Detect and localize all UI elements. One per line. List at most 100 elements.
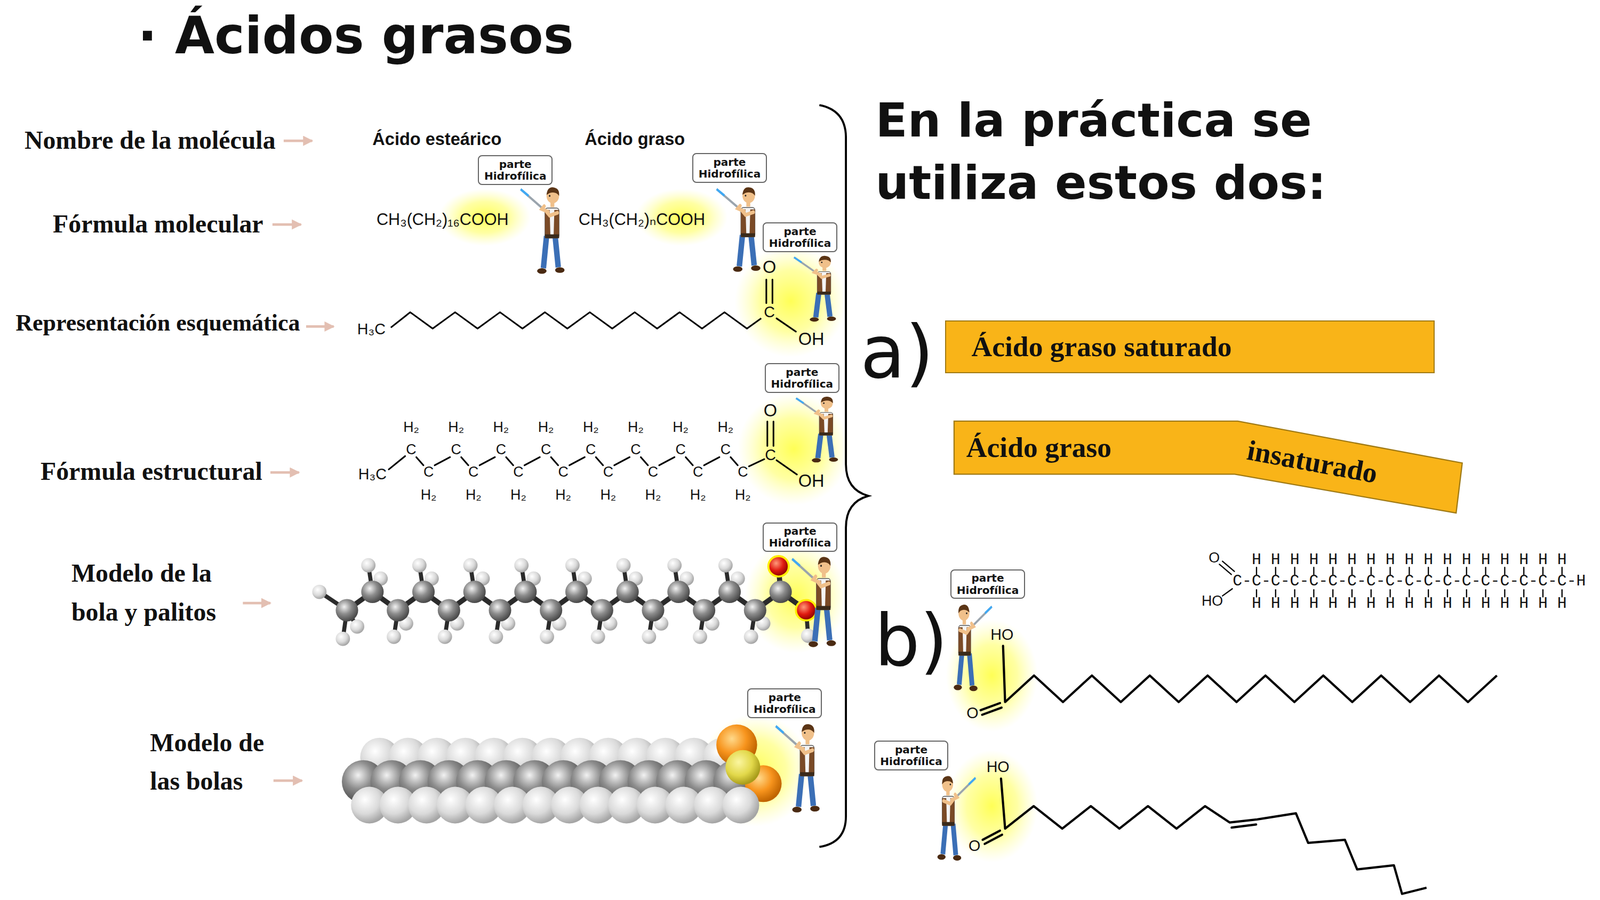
bond-line	[771, 279, 774, 303]
bubble-text: parte Hidrofílica	[484, 158, 547, 182]
bond-line	[748, 459, 765, 467]
carbon-ball	[361, 580, 384, 604]
bond-line	[659, 457, 675, 466]
carbon-ball	[641, 598, 664, 622]
hydrogen-row: H H H H H H H H H H H H H H H H H	[1251, 550, 1567, 570]
hydrogen-ball	[744, 629, 759, 645]
space-filling-model	[341, 724, 782, 824]
atom-label: C	[451, 441, 462, 459]
hydrogen-ball	[412, 558, 427, 573]
carbon-zigzag	[1005, 806, 1427, 895]
atom-label: C	[405, 441, 416, 459]
callout-bubble: parte Hidrofílica	[477, 155, 553, 186]
atom-label: H₂	[493, 419, 510, 436]
hydrogen-ball	[386, 629, 402, 645]
atom-label: H₂	[448, 419, 464, 436]
bond-line	[730, 457, 738, 466]
carbon-ball	[565, 580, 588, 604]
hydrogen-ball	[463, 558, 478, 573]
atom-label: C	[763, 303, 775, 322]
atom-label: O	[1208, 549, 1220, 567]
hydrogen-ball	[312, 585, 327, 600]
callout-bubble: parte Hidrofílica	[874, 740, 949, 771]
row-label: Nombre de la molécula	[24, 125, 276, 155]
bond-line	[506, 457, 514, 466]
bubble-text: parte Hidrofílica	[771, 366, 834, 390]
banner-bent: Ácido grasoinsaturado	[953, 420, 1464, 515]
hydrogen-ball	[335, 632, 350, 647]
ellipse-part	[745, 540, 847, 654]
atom-label: C	[675, 441, 686, 459]
hydrogen-ball	[361, 558, 376, 573]
bond-line	[461, 457, 469, 466]
ellipse-part	[737, 393, 850, 506]
use-part	[792, 556, 836, 647]
carbon-ball	[463, 580, 486, 604]
option-letter: a)	[860, 309, 934, 395]
use-part	[776, 724, 820, 813]
option-letter: b)	[874, 600, 948, 683]
bond-line	[524, 457, 540, 466]
atom-label: H₂	[600, 486, 616, 504]
line-part	[306, 325, 334, 328]
hydrogen-ball	[667, 558, 682, 573]
molecular-formula: CH₃(CH₂)₁₆COOH	[376, 210, 509, 229]
banner-fill	[954, 421, 1463, 514]
atom-label: H₂	[690, 486, 707, 504]
carbon-zigzag	[1005, 675, 1498, 703]
bond-line	[569, 457, 586, 466]
row-label: Modelo de las bolas	[149, 723, 281, 802]
hydrogen-ball	[692, 629, 708, 645]
carbon-ball	[437, 598, 461, 622]
atom-label: O	[966, 704, 979, 723]
carbon-ball	[616, 580, 639, 604]
ball-and-stick-model	[312, 556, 816, 646]
hydrogen-ball	[539, 629, 555, 645]
bubble-text: parte Hidrofílica	[753, 691, 816, 716]
atom-label: H₃C	[358, 465, 387, 484]
atom-label: HO	[986, 758, 1010, 776]
use-part	[796, 396, 839, 463]
carbon-chain: C-C-C-C-C-C-C-C-C-C-C-C-C-C-C-C-C-C-H	[1232, 572, 1586, 591]
carbon-ball	[514, 580, 537, 604]
hydrogen-sphere	[722, 787, 760, 824]
bubble-text: parte Hidrofílica	[880, 744, 943, 768]
atom-label: OH	[798, 471, 825, 492]
atom-label: HO	[990, 626, 1014, 644]
callout-bubble: parte Hidrofílica	[762, 222, 838, 253]
use-part	[520, 187, 565, 274]
atom-label: O	[762, 257, 776, 278]
callout-bubble: parte Hidrofílica	[764, 363, 840, 394]
hydrogen-row: H H H H H H H H H H H H H H H H H	[1251, 594, 1567, 613]
line-part	[270, 471, 300, 475]
bubble-text: parte Hidrofílica	[698, 156, 762, 180]
bond-line	[434, 457, 451, 466]
oxygen-ball	[768, 556, 789, 577]
row-label: Representación esquemática	[15, 309, 300, 338]
molecular-formula: CH₃(CH₂)ₙCOOH	[578, 210, 706, 229]
carbon-ball	[718, 580, 741, 604]
atom-label: C	[737, 464, 748, 481]
page-title: · Ácidos grasos	[137, 6, 574, 66]
line-part	[242, 602, 271, 605]
atom-label: C	[468, 464, 479, 481]
g-part	[953, 604, 992, 692]
atom-label: C	[496, 441, 507, 459]
bond-line	[772, 421, 775, 446]
molecule-name: Ácido esteárico	[372, 129, 502, 150]
curly-brace	[819, 105, 869, 847]
atom-label: O	[968, 837, 981, 855]
ellipse-part	[946, 750, 1038, 863]
atom-label: H₂	[717, 419, 734, 436]
bond-line	[776, 318, 796, 332]
atom-label: C	[585, 441, 596, 459]
atom-label: C	[720, 441, 731, 459]
bond-line	[1231, 824, 1256, 828]
bond-line	[766, 421, 768, 446]
atom-label: H₂	[555, 486, 572, 504]
bond-line	[1222, 588, 1233, 596]
carbon-ball	[539, 598, 563, 622]
banner-text: Ácido graso	[966, 431, 1112, 465]
atom-label: C	[630, 441, 641, 459]
line-part	[273, 779, 303, 783]
